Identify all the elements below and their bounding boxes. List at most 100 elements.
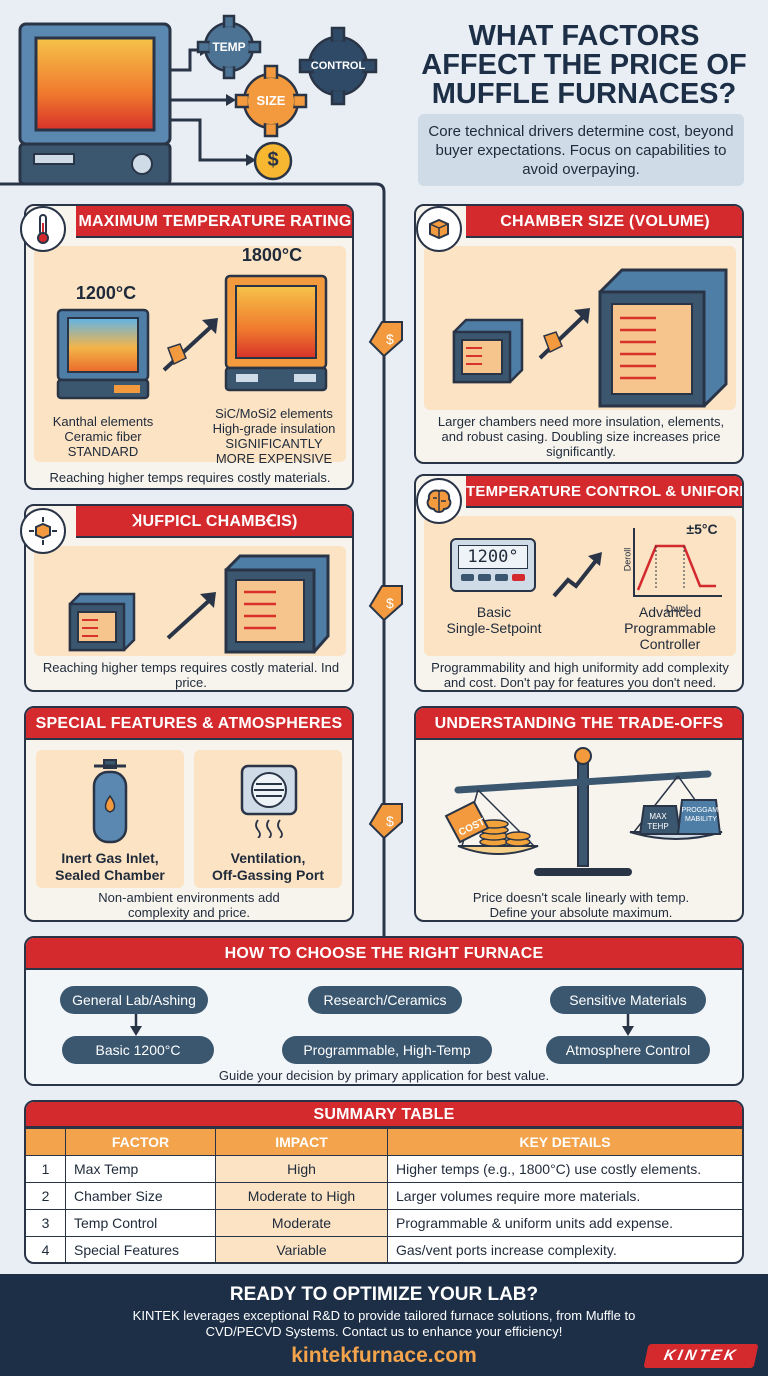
standard-desc: Kanthal elements Ceramic fiber STANDARD <box>38 414 168 459</box>
up-arrow-icon <box>552 552 602 598</box>
cube-icon <box>429 218 449 240</box>
label-line: Programmable <box>624 620 716 636</box>
table-row: 2 Chamber Size Moderate to High Larger v… <box>26 1182 742 1210</box>
panel-title: UNDERSTANDING THE TRADE-OFFS <box>416 708 742 740</box>
table-cell: 1 <box>26 1155 66 1183</box>
gear-control-label: CONTROL <box>310 60 366 72</box>
kintek-logo: KINTEK <box>643 1344 759 1368</box>
vent-fan-icon <box>240 764 298 838</box>
ramp-dwell-chart-icon <box>633 528 722 597</box>
coin-symbol: $ <box>267 149 279 171</box>
table-cell: Chamber Size <box>65 1182 216 1210</box>
small-chamber-icon <box>452 318 524 384</box>
panel-muffle-chamber: ꞰUFPICL CHAMBꞒIS) Reaching higher temps … <box>24 504 354 692</box>
title-line: AFFECT THE PRICE OF <box>421 49 747 81</box>
table-cell: 4 <box>26 1236 66 1262</box>
header: TEMP CONTROL SIZE $ WHAT FACTORS AFFECT … <box>0 0 768 190</box>
brain-icon-badge <box>416 478 462 524</box>
table-cell: Max Temp <box>65 1155 216 1183</box>
table-cell: Programmable & uniform units add expense… <box>387 1209 742 1237</box>
panel-caption: Price doesn't scale linearly with temp. … <box>472 890 690 920</box>
application-general-lab: General Lab/Ashing <box>60 986 208 1014</box>
thermometer-icon-badge <box>20 206 66 252</box>
price-up-arrow-icon <box>538 308 590 360</box>
high-temp-desc: SiC/MoSi2 elements High-grade insulation… <box>202 406 346 466</box>
pick-atmosphere: Atmosphere Control <box>546 1036 710 1064</box>
price-up-arrow-icon <box>162 318 218 372</box>
temp-1200-label: 1200°C <box>75 283 137 303</box>
footer-cta: READY TO OPTIMIZE YOUR LAB? KINTEK lever… <box>0 1274 768 1376</box>
price-tag-icon: $ <box>368 803 403 840</box>
panel-title: ꞰUFPICL CHAMBꞒIS) <box>76 506 352 538</box>
panel-caption: Programmability and high uniformity add … <box>431 660 729 690</box>
furnace-illustration <box>18 22 172 186</box>
panel-caption: Reaching higher temps requires costly ma… <box>49 470 331 485</box>
gas-cylinder-icon <box>92 759 128 844</box>
price-tag-icon: $ <box>368 321 403 358</box>
title-line: WHAT FACTORS <box>468 20 700 52</box>
table-cell: Gas/vent ports increase complexity. <box>387 1236 742 1262</box>
brain-icon <box>426 489 452 513</box>
gear-icon <box>298 26 378 106</box>
column-header: KEY DETAILS <box>387 1128 742 1156</box>
table-cell: 2 <box>26 1182 66 1210</box>
panel-title: TEMPERATURE CONTROL & UNIFORMITY <box>466 476 742 508</box>
summary-table: FACTOR IMPACT KEY DETAILS 1 Max Temp Hig… <box>26 1128 742 1262</box>
cube-arrows-icon-badge <box>20 508 66 554</box>
desc-line: Kanthal elements <box>52 414 154 429</box>
application-sensitive: Sensitive Materials <box>550 986 706 1014</box>
price-tag-icon: $ <box>368 585 403 622</box>
choice-arrows <box>130 1014 634 1036</box>
panel-temperature-control: TEMPERATURE CONTROL & UNIFORMITY 1200° ±… <box>414 474 744 692</box>
panel-caption: Guide your decision by primary applicati… <box>218 1068 550 1083</box>
controller-readout: 1200° <box>458 545 528 569</box>
vent-feature-label: Ventilation, Off-Gassing Port <box>194 850 342 884</box>
page-title: WHAT FACTORS AFFECT THE PRICE OF MUFFLE … <box>404 22 764 109</box>
panel-title: HOW TO CHOOSE THE RIGHT FURNACE <box>26 938 742 970</box>
title-line: MUFFLE FURNACES? <box>431 78 737 110</box>
plus-minus-label: ±5°C <box>686 521 718 537</box>
panel-tradeoffs: UNDERSTANDING THE TRADE-OFFS COST MAX TE… <box>414 706 744 922</box>
subtitle-box: Core technical drivers determine cost, b… <box>418 114 744 186</box>
panel-caption: Larger chambers need more insulation, el… <box>437 414 725 459</box>
desc-line: Ceramic fiber <box>64 429 142 444</box>
weight-max-temp-label: MAX TEHP <box>647 812 669 831</box>
svg-text:$: $ <box>386 813 394 829</box>
pick-programmable: Programmable, High-Temp <box>282 1036 492 1064</box>
panel-caption: Reaching higher temps requires costly ma… <box>42 660 340 690</box>
axis-x-label: Dwol <box>665 604 689 615</box>
table-cell: Moderate to High <box>215 1182 388 1210</box>
thermometer-icon <box>37 214 49 244</box>
desc-line: MORE EXPENSIVE <box>215 451 333 466</box>
table-row: 1 Max Temp High Higher temps (e.g., 1800… <box>26 1155 742 1183</box>
application-research: Research/Ceramics <box>308 986 462 1014</box>
up-arrow-icon <box>166 592 216 640</box>
panel-title: CHAMBER SIZE (VOLUME) <box>466 206 742 238</box>
dollar-coin-icon <box>253 141 293 181</box>
panel-summary-table: SUMMARY TABLE FACTOR IMPACT KEY DETAILS … <box>24 1100 744 1264</box>
footer-body: KINTEK leverages exceptional R&D to prov… <box>132 1308 636 1339</box>
table-cell: Moderate <box>215 1209 388 1237</box>
label-line: Advanced <box>638 604 702 620</box>
panel-title: SUMMARY TABLE <box>26 1102 742 1128</box>
controller-display: 1200° <box>450 538 536 592</box>
column-header: FACTOR <box>65 1128 216 1156</box>
table-cell: Variable <box>215 1236 388 1262</box>
table-row: 4 Special Features Variable Gas/vent por… <box>26 1236 742 1262</box>
footer-headline: READY TO OPTIMIZE YOUR LAB? <box>229 1284 539 1305</box>
small-chamber-icon <box>68 592 136 652</box>
table-row: 3 Temp Control Moderate Programmable & u… <box>26 1209 742 1237</box>
axis-y-label: Deroll <box>622 547 633 572</box>
weight-programmability-label: PROGGAM-MABILITY <box>681 807 721 823</box>
table-cell: Larger volumes require more materials. <box>387 1182 742 1210</box>
pick-basic: Basic 1200°C <box>62 1036 214 1064</box>
high-temp-furnace-icon <box>224 274 328 392</box>
label-line: Ventilation, <box>230 850 306 866</box>
desc-line: SiC/MoSi2 elements <box>215 406 333 421</box>
table-header-row: FACTOR IMPACT KEY DETAILS <box>26 1128 742 1156</box>
footer-url-link[interactable]: kintekfurnace.com <box>291 1344 477 1367</box>
label-line: Single-Setpoint <box>446 620 542 636</box>
panel-title: MAXIMUM TEMPERATURE RATING <box>76 206 352 238</box>
label-line: Controller <box>639 636 701 652</box>
desc-line: STANDARD <box>67 444 139 459</box>
